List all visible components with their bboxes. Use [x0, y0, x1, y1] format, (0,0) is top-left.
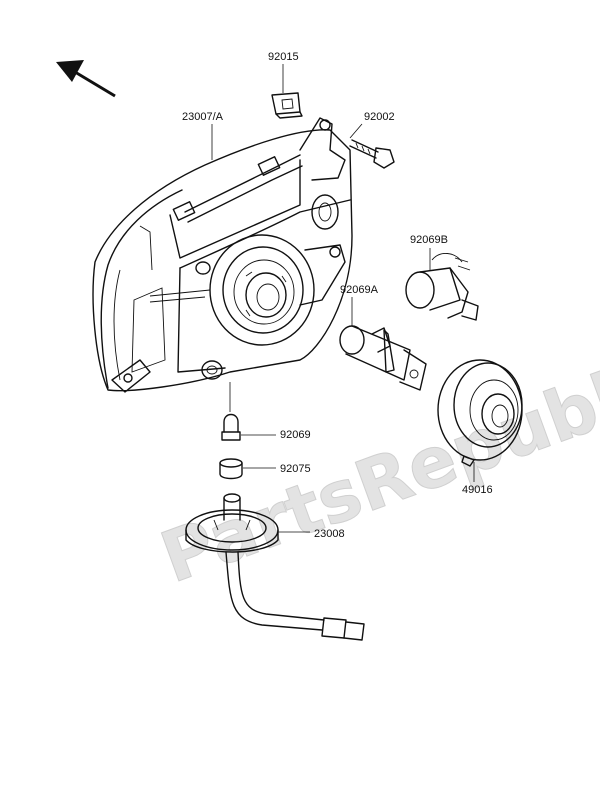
socket-harness	[185, 493, 365, 641]
label-92015: 92015	[268, 51, 299, 63]
bulb-92069b	[405, 253, 479, 321]
part-labels: 92015 23007/A 92002 92069B 92069A 92069 …	[182, 51, 493, 540]
label-92069: 92069	[280, 429, 311, 441]
label-92069b: 92069B	[410, 234, 448, 246]
dust-cover	[437, 359, 523, 467]
bulb-92069	[221, 413, 241, 441]
label-92002: 92002	[364, 111, 395, 123]
label-92069a: 92069A	[340, 284, 379, 296]
bulb-92069a	[339, 325, 427, 391]
clip-nut	[271, 92, 303, 119]
bolt	[349, 139, 395, 169]
arrow-up-left-icon	[56, 60, 116, 98]
label-49016: 49016	[462, 484, 493, 496]
label-23007a: 23007/A	[182, 111, 224, 123]
watermark: PartsRepublik	[151, 333, 600, 599]
label-23008: 23008	[314, 528, 345, 540]
label-92075: 92075	[280, 463, 311, 475]
grommet	[219, 458, 243, 480]
headlight-housing	[92, 117, 353, 393]
